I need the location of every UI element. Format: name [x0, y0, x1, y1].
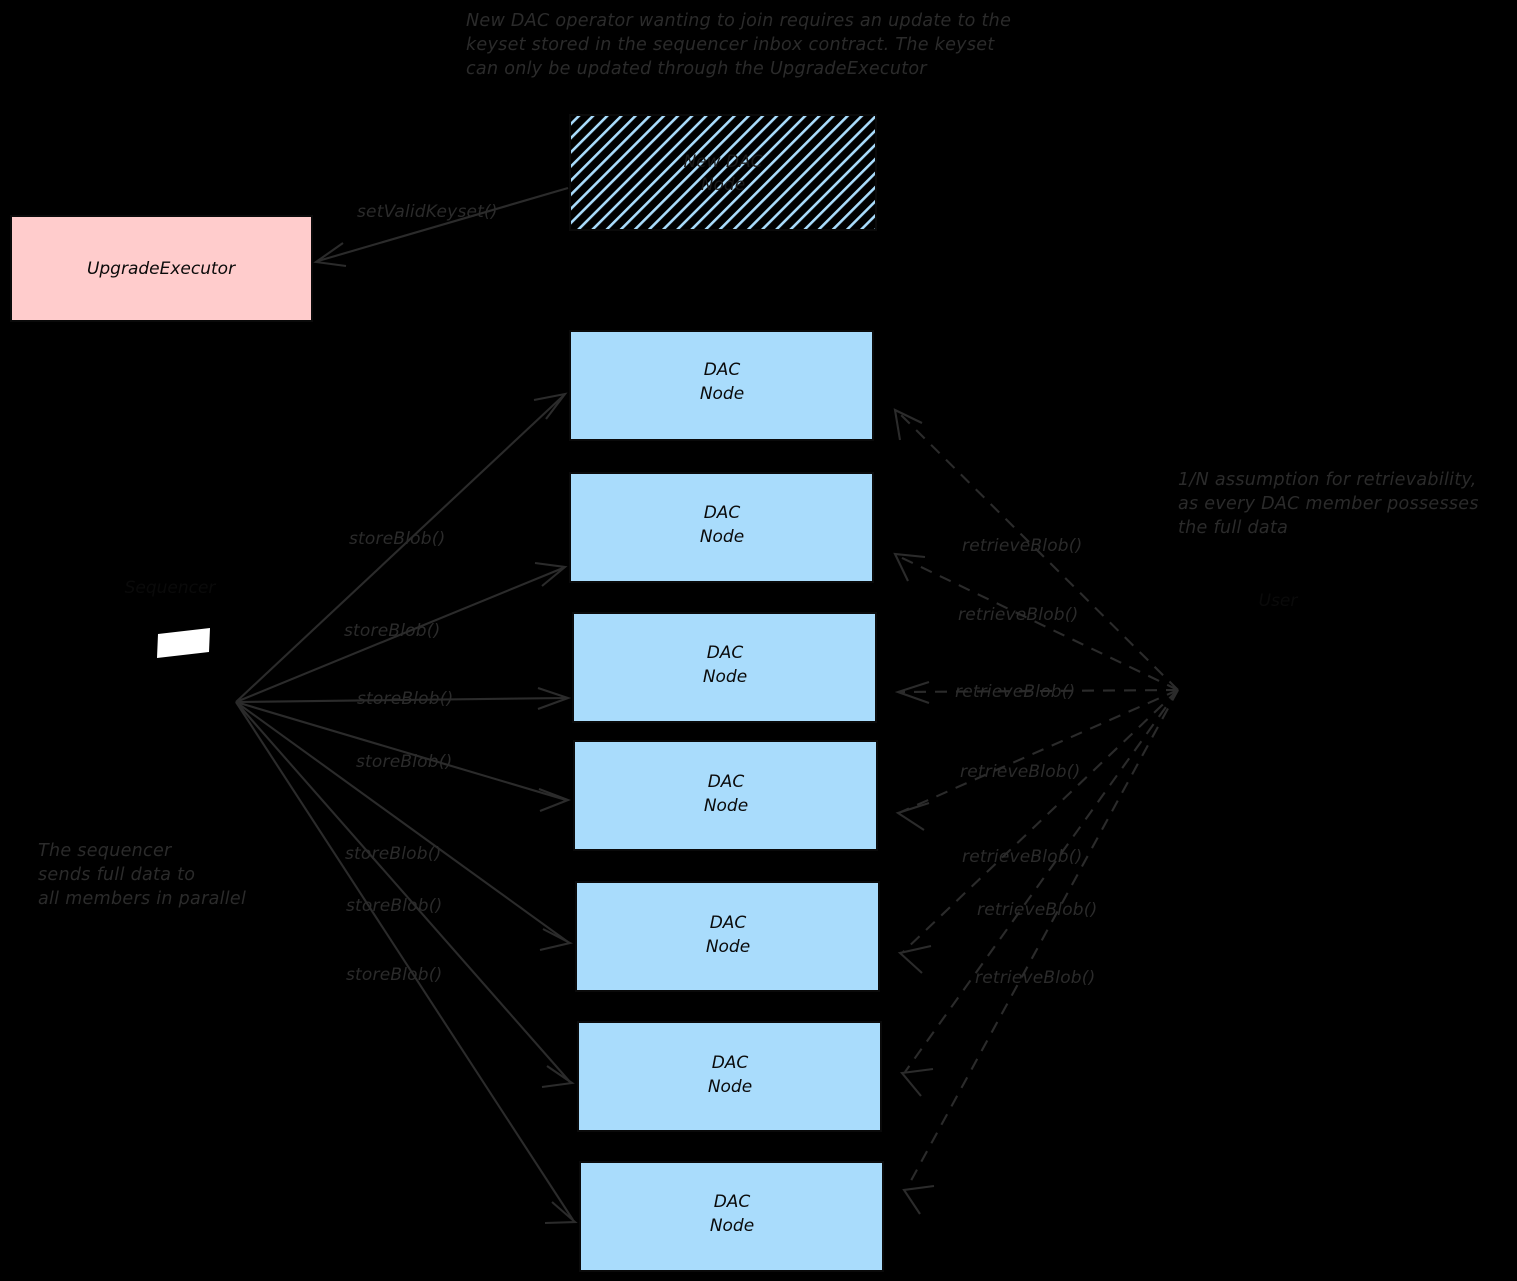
edge-label-store-blob-3: storeBlob()	[357, 689, 453, 709]
dac-node-7-line-1: DAC	[714, 1192, 751, 1212]
dac-node-1[interactable]: DAC Node	[569, 330, 874, 441]
edge-label-retrieve-blob-7: retrieveBlob()	[975, 968, 1095, 988]
edges-retrieve-blob: retrieveBlob() retrieveBlob() retrieveBl…	[893, 408, 1179, 1215]
left-annotation-line-3: all members in parallel	[38, 889, 246, 909]
dac-node-1-line-2: Node	[700, 384, 744, 404]
sequencer-label: Sequencer	[125, 578, 217, 598]
edge-label-store-blob-1: storeBlob()	[349, 529, 445, 549]
edge-label-store-blob-2: storeBlob()	[344, 621, 440, 641]
dac-node-2[interactable]: DAC Node	[569, 472, 874, 583]
new-dac-node-label-line-1: New DAC	[683, 152, 762, 172]
dac-node-2-line-1: DAC	[704, 503, 741, 523]
user-label: User	[1259, 591, 1299, 611]
dac-node-5[interactable]: DAC Node	[575, 881, 880, 992]
edge-label-retrieve-blob-2: retrieveBlob()	[958, 605, 1078, 625]
upgrade-executor-box[interactable]: UpgradeExecutor	[10, 215, 313, 322]
new-dac-node-box[interactable]: New DAC Node	[569, 114, 877, 231]
dac-node-7-line-2: Node	[710, 1216, 754, 1236]
edge-label-retrieve-blob-6: retrieveBlob()	[977, 900, 1097, 920]
left-annotation-line-2: sends full data to	[38, 865, 195, 885]
right-annotation-line-3: the full data	[1178, 518, 1288, 538]
upgrade-executor-label: UpgradeExecutor	[87, 259, 236, 279]
dac-node-4-line-1: DAC	[708, 772, 745, 792]
right-annotation-line-2: as every DAC member possesses	[1178, 494, 1479, 514]
dac-node-4-line-2: Node	[704, 796, 748, 816]
edges-store-blob: storeBlob() storeBlob() storeBlob() stor…	[235, 392, 578, 1225]
left-annotation: The sequencer sends full data to all mem…	[38, 841, 246, 909]
edge-label-store-blob-7: storeBlob()	[346, 965, 442, 985]
top-annotation-line-3: can only be updated through the UpgradeE…	[466, 59, 928, 79]
edge-label-retrieve-blob-3: retrieveBlob()	[955, 682, 1075, 702]
dac-node-4[interactable]: DAC Node	[573, 740, 878, 851]
edge-label-set-valid-keyset: setValidKeyset()	[357, 202, 498, 222]
edge-label-store-blob-5: storeBlob()	[345, 844, 441, 864]
dac-node-5-line-1: DAC	[710, 913, 747, 933]
right-annotation: 1/N assumption for retrievability, as ev…	[1178, 470, 1479, 538]
edge-set-valid-keyset: setValidKeyset()	[313, 186, 569, 268]
dac-node-5-line-2: Node	[706, 937, 750, 957]
dac-node-3-line-1: DAC	[707, 643, 744, 663]
dac-node-6-line-1: DAC	[712, 1053, 749, 1073]
edge-label-retrieve-blob-4: retrieveBlob()	[960, 762, 1080, 782]
top-annotation-line-2: keyset stored in the sequencer inbox con…	[466, 35, 995, 55]
user-actor[interactable]: User	[1259, 591, 1299, 611]
edge-label-store-blob-4: storeBlob()	[356, 752, 452, 772]
top-annotation: New DAC operator wanting to join require…	[466, 11, 1011, 79]
edge-label-retrieve-blob-1: retrieveBlob()	[962, 536, 1082, 556]
sequencer-actor[interactable]: Sequencer	[125, 578, 217, 658]
dac-node-6-line-2: Node	[708, 1077, 752, 1097]
dac-node-7[interactable]: DAC Node	[579, 1161, 884, 1272]
sequencer-icon	[157, 628, 210, 658]
dac-node-3-line-2: Node	[703, 667, 747, 687]
dac-node-3[interactable]: DAC Node	[572, 612, 877, 723]
top-annotation-line-1: New DAC operator wanting to join require…	[466, 11, 1011, 31]
dac-node-1-line-1: DAC	[704, 360, 741, 380]
right-annotation-line-1: 1/N assumption for retrievability,	[1178, 470, 1477, 490]
new-dac-node-label-line-2: Node	[701, 175, 745, 195]
left-annotation-line-1: The sequencer	[38, 841, 173, 861]
dac-node-6[interactable]: DAC Node	[577, 1021, 882, 1132]
dac-node-2-line-2: Node	[700, 527, 744, 547]
edge-label-store-blob-6: storeBlob()	[346, 896, 442, 916]
edge-label-retrieve-blob-5: retrieveBlob()	[962, 847, 1082, 867]
